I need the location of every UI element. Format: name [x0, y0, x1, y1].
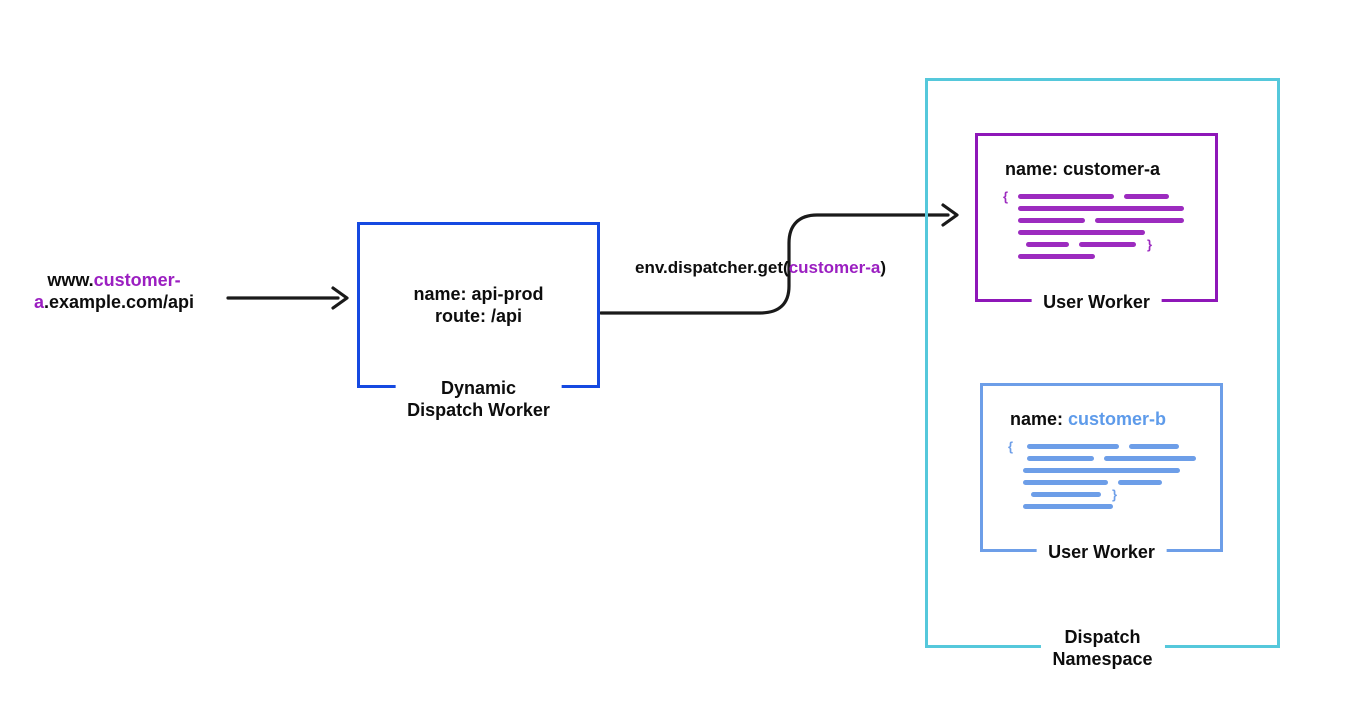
worker-a-name: name: customer-a — [1005, 159, 1161, 179]
url-part-a: a — [33, 292, 44, 312]
code-row — [1027, 444, 1196, 449]
code-bar — [1023, 504, 1113, 509]
code-bar — [1118, 480, 1162, 485]
url-part-customer: customer- — [93, 270, 181, 290]
code-bar — [1104, 456, 1196, 461]
request-url: www.customer- a.example.com/api — [8, 269, 220, 313]
code-row — [1023, 480, 1196, 485]
code-bar — [1018, 218, 1085, 223]
code-bar — [1018, 206, 1184, 211]
code-bar — [1023, 468, 1180, 473]
code-bar — [1031, 492, 1101, 497]
code-row — [1018, 218, 1184, 223]
worker-b-name-prefix: name: — [1010, 409, 1069, 429]
user-worker-a-box: name: customer-a { } User Worker — [975, 133, 1218, 313]
user-worker-b-box: name: customer-b { } User Worker — [980, 383, 1223, 563]
worker-a-code-graphic: { } — [1003, 189, 1184, 266]
dispatch-worker-name: name: api-prod — [413, 284, 544, 304]
url-to-dispatch-arrowhead — [331, 286, 349, 310]
code-bar — [1018, 254, 1095, 259]
code-row — [1018, 194, 1184, 199]
worker-b-code-graphic: { } — [1008, 439, 1196, 516]
code-row: } — [1026, 237, 1184, 252]
dynamic-dispatch-worker-box: name: api-prod route: /api Dynamic Dispa… — [357, 222, 600, 421]
worker-b-name: name: customer-b — [1010, 408, 1166, 430]
code-row — [1018, 254, 1184, 259]
code-bar — [1124, 194, 1169, 199]
dispatch-worker-route: route: /api — [434, 306, 522, 326]
url-part-domain: .example.com/api — [43, 292, 195, 312]
worker-b-name-value: customer-b — [1068, 409, 1167, 429]
code-row — [1023, 504, 1196, 509]
code-bar — [1023, 480, 1108, 485]
dispatch-worker-config: name: api-prod route: /api — [413, 283, 543, 327]
close-brace-glyph: } — [1112, 487, 1118, 502]
dispatcher-call-label: env.dispatcher.get(customer-a) — [635, 257, 886, 279]
open-brace-glyph: { — [1008, 439, 1014, 454]
url-part-www: www. — [47, 270, 94, 290]
dispatch-worker-caption-line2: Dispatch Worker — [407, 400, 550, 420]
dispatch-namespace-box: Dispatch Namespace — [925, 78, 1280, 670]
dispatcher-call-prefix: env.dispatcher.get( — [635, 258, 789, 277]
dispatch-worker-caption: Dynamic Dispatch Worker — [395, 377, 562, 421]
close-brace-glyph: } — [1147, 237, 1153, 252]
code-row — [1027, 456, 1196, 461]
code-row: } — [1031, 487, 1196, 502]
dispatcher-call-suffix: ) — [880, 258, 886, 277]
code-bar — [1018, 230, 1145, 235]
code-bar — [1027, 456, 1094, 461]
code-bar — [1027, 444, 1119, 449]
dispatch-worker-caption-line1: Dynamic — [440, 378, 517, 398]
code-bar — [1026, 242, 1069, 247]
namespace-caption-line2: Namespace — [1052, 649, 1153, 669]
code-row — [1018, 206, 1184, 211]
worker-b-caption: User Worker — [1036, 541, 1167, 563]
code-bar — [1129, 444, 1179, 449]
dispatcher-call-arg: customer-a — [788, 258, 881, 277]
code-bar — [1079, 242, 1136, 247]
code-row — [1018, 230, 1184, 235]
dispatch-namespace-caption: Dispatch Namespace — [1040, 626, 1165, 670]
namespace-caption-line1: Dispatch — [1064, 627, 1141, 647]
code-row — [1023, 468, 1196, 473]
code-bar — [1018, 194, 1114, 199]
worker-a-caption: User Worker — [1031, 291, 1162, 313]
open-brace-glyph: { — [1003, 189, 1009, 204]
code-bar — [1095, 218, 1184, 223]
